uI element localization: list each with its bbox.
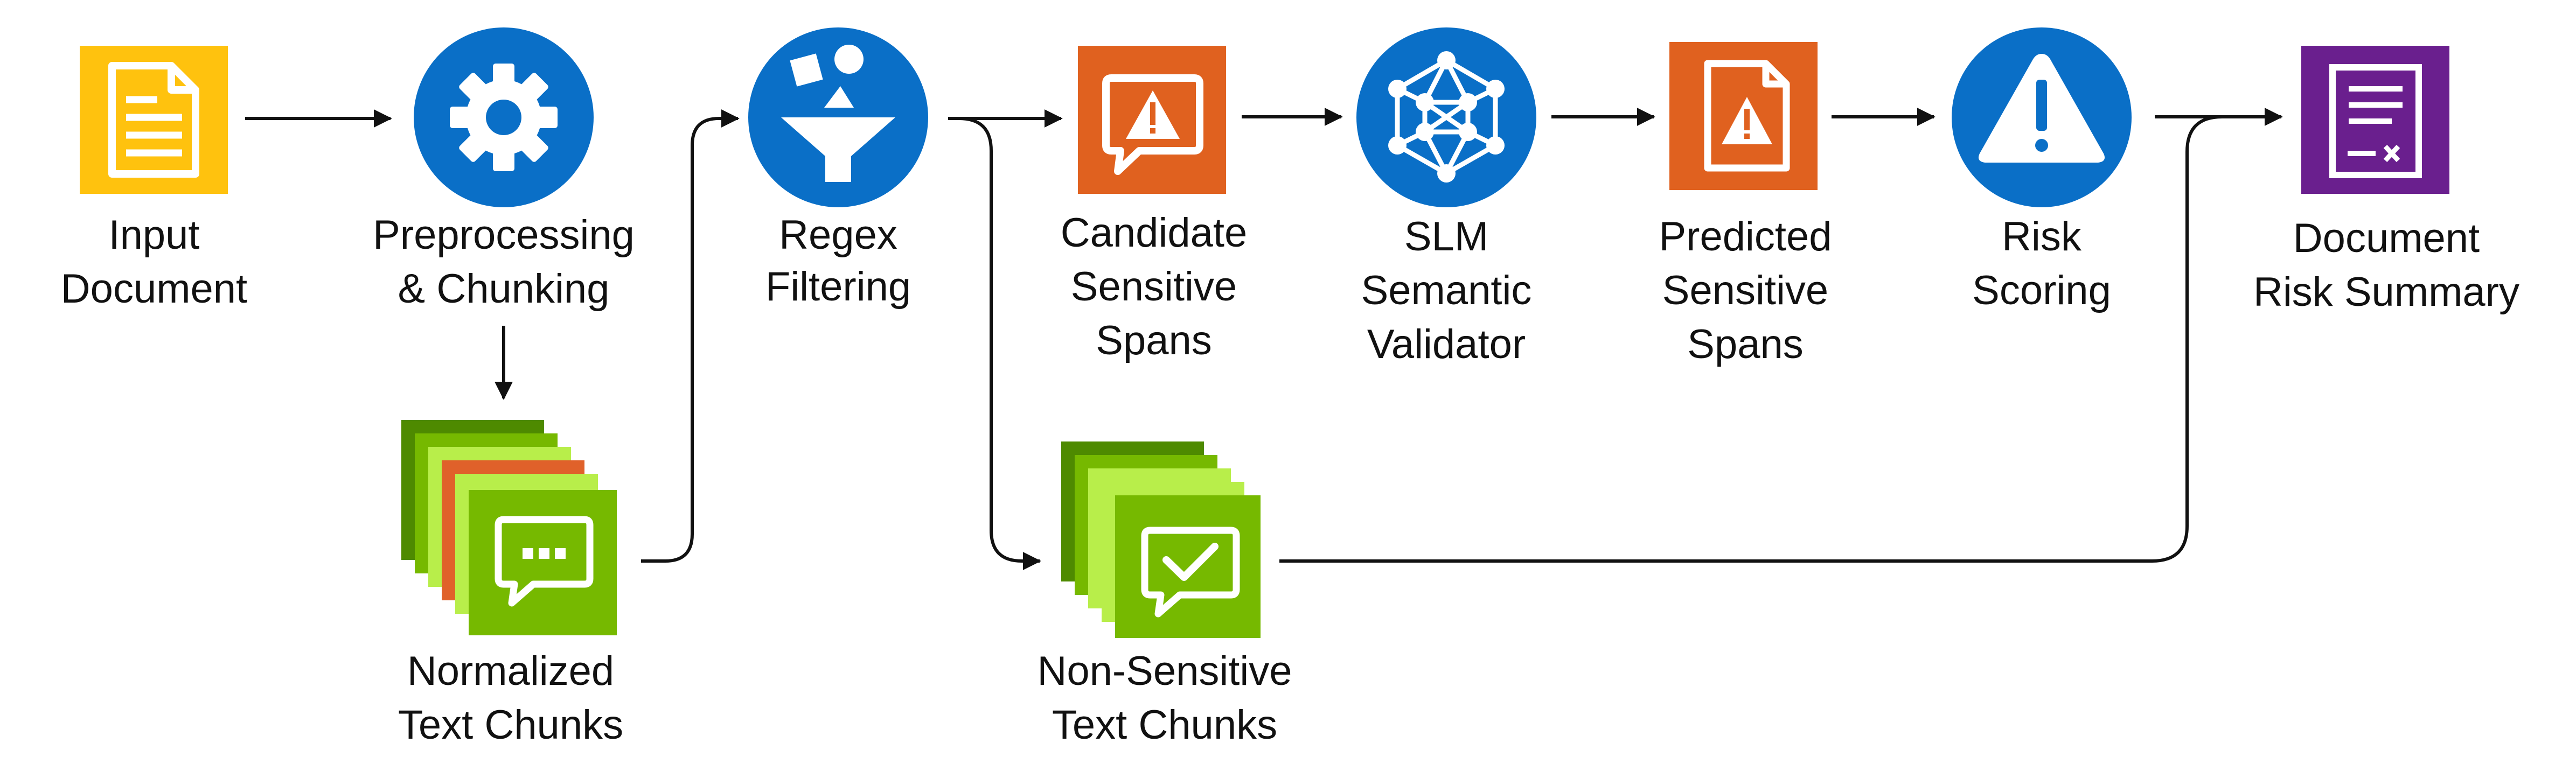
candidate-spans-label-2: Sensitive <box>1071 264 1237 310</box>
risk-summary-label-1: Document <box>2293 215 2480 261</box>
report-icon <box>2301 46 2449 194</box>
funnel-icon <box>748 27 928 207</box>
warning-triangle-icon <box>1952 27 2132 207</box>
gear-icon <box>414 27 594 207</box>
document-icon <box>80 46 228 194</box>
regex-filtering-label-1: Regex <box>779 212 897 258</box>
slm-validator-label-1: SLM <box>1404 214 1488 260</box>
predicted-spans-label-3: Spans <box>1687 321 1804 367</box>
risk-scoring-label-1: Risk <box>2002 214 2082 260</box>
predicted-spans-label-2: Sensitive <box>1662 268 1828 313</box>
input-document-label-1: Input <box>108 212 199 258</box>
flow-arrows <box>245 108 2283 570</box>
nonsensitive-chunks-label-1: Non-Sensitive <box>1037 648 1292 694</box>
check-chat-stack-icon <box>1061 441 1261 638</box>
risk-summary-label-2: Risk Summary <box>2253 269 2519 315</box>
slm-validator-label-3: Validator <box>1367 321 1526 367</box>
risk-scoring-label-2: Scoring <box>1972 268 2111 313</box>
candidate-spans-label-3: Spans <box>1096 318 1212 363</box>
nonsensitive-chunks-label-2: Text Chunks <box>1052 702 1277 748</box>
chat-stack-icon <box>401 420 617 635</box>
preprocessing-label-2: & Chunking <box>398 266 610 312</box>
regex-filtering-label-2: Filtering <box>765 264 911 310</box>
preprocessing-label-1: Preprocessing <box>373 212 635 258</box>
predicted-spans-label-1: Predicted <box>1659 214 1832 260</box>
candidate-spans-label-1: Candidate <box>1061 210 1248 256</box>
normalized-chunks-label-1: Normalized <box>407 648 614 694</box>
arrow-nonsensitive-to-summary <box>1279 115 2223 563</box>
normalized-chunks-label-2: Text Chunks <box>398 702 623 748</box>
slm-validator-label-2: Semantic <box>1361 268 1532 313</box>
warning-document-icon <box>1669 42 1818 190</box>
input-document-label-2: Document <box>61 266 247 312</box>
neural-network-icon <box>1356 27 1536 207</box>
warning-chat-icon <box>1078 46 1226 194</box>
arrow-chunks-to-regex <box>641 109 740 563</box>
arrow-regex-to-nonsensitive <box>958 117 1041 570</box>
